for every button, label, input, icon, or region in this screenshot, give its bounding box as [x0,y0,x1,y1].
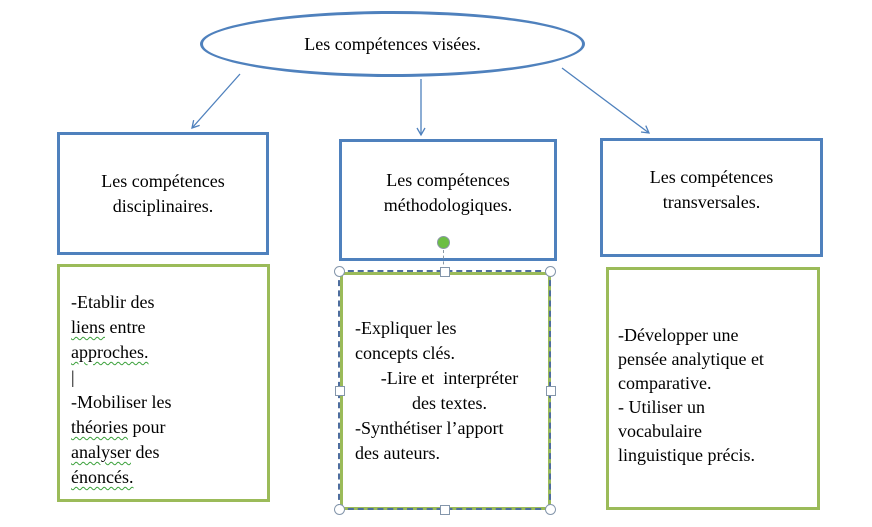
detail-box-disciplinaires[interactable]: -Etablir des liens entre approches. | -M… [57,264,270,502]
detail-line: approches. [71,342,149,362]
text-cursor: | [71,367,75,387]
detail-line: concepts clés. [355,343,455,363]
resize-handle-left-icon[interactable] [335,386,345,396]
branch-box-label-line: Les compétences [386,170,510,190]
resize-handle-top-icon[interactable] [440,267,450,277]
detail-line: comparative. [618,373,712,393]
branch-box-transversales[interactable]: Les compétences transversales. [600,138,823,257]
detail-line: théories pour [71,417,166,437]
arrow-to-disciplinaires[interactable] [191,73,241,129]
resize-handle-right-icon[interactable] [546,386,556,396]
detail-line: analyser des [71,442,160,462]
resize-handle-bottom-icon[interactable] [440,505,450,515]
detail-box-methodologiques-selected[interactable]: -Expliquer les concepts clés. -Lire et i… [340,272,551,510]
detail-line: -Lire et interpréter [380,368,519,388]
branch-box-label-line: méthodologiques. [383,195,513,215]
resize-handle-top-left-icon[interactable] [334,266,345,277]
detail-line: linguistique précis. [618,445,755,465]
detail-line: -Mobiliser les [71,392,172,412]
detail-line: liens entre [71,317,146,337]
detail-line: -Synthétiser l’apport [355,418,504,438]
branch-box-methodologiques[interactable]: Les compétences méthodologiques. [339,139,557,261]
resize-handle-bottom-left-icon[interactable] [334,504,345,515]
resize-handle-top-right-icon[interactable] [545,266,556,277]
resize-handle-bottom-right-icon[interactable] [545,504,556,515]
detail-line: énoncés. [71,467,134,487]
branch-box-label-line: Les compétences [101,170,225,191]
branch-box-disciplinaires[interactable]: Les compétences disciplinaires. [57,132,269,255]
branch-box-label-line: transversales. [662,191,761,212]
rotation-handle-icon[interactable] [437,236,450,249]
detail-box-transversales[interactable]: -Développer une pensée analytique et com… [606,267,820,510]
detail-line: -Expliquer les [355,318,457,338]
detail-line: - Utiliser un [618,397,705,417]
detail-line: -Développer une [618,325,739,345]
detail-line: vocabulaire [618,421,702,441]
branch-box-label-line: Les compétences [649,166,774,187]
detail-line: des auteurs. [355,443,440,463]
branch-box-label-line: disciplinaires. [112,195,214,216]
rotation-handle-connector [443,250,444,270]
detail-line: pensée analytique et [618,349,764,369]
arrow-to-transversales[interactable] [561,67,651,134]
root-ellipse[interactable]: Les compétences visées. [200,11,585,77]
detail-line: -Etablir des [71,292,155,312]
detail-line: des textes. [412,393,487,413]
root-ellipse-label: Les compétences visées. [304,33,481,54]
